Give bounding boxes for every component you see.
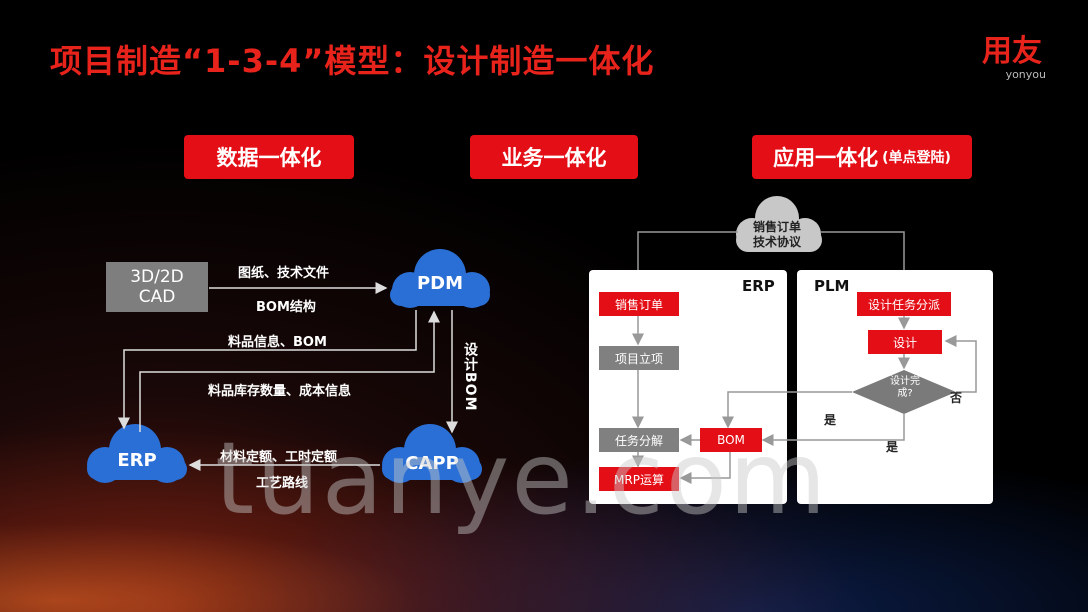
brand-logo: 用友 yonyou: [972, 34, 1052, 82]
erp-cloud-shape: [87, 424, 187, 483]
decision-diamond: [852, 370, 956, 414]
section-note: (单点登陆): [882, 150, 951, 166]
cad-box: 3D/2D CAD: [106, 262, 208, 312]
capp-cloud-shape: [382, 424, 482, 483]
flow-step-mrp: MRP运算: [599, 467, 679, 491]
pdm-cloud-shape: [390, 249, 490, 308]
label-routing: 工艺路线: [256, 476, 309, 491]
section-label: 数据一体化: [216, 146, 322, 170]
erp-panel-title: ERP: [742, 277, 775, 295]
watermark: tuanye.com: [215, 420, 829, 537]
page-title: 项目制造“1-3-4”模型：设计制造一体化: [50, 42, 655, 80]
flow-step-task-breakdown: 任务分解: [599, 428, 679, 452]
label-inventory: 料品库存数量、成本信息: [208, 384, 352, 399]
top-cloud-label: 销售订单 技术协议: [752, 220, 801, 249]
label-design-bom: 设计BOM: [462, 342, 478, 412]
erp-cloud: ERP: [117, 450, 157, 471]
flow-step-sales-order: 销售订单: [599, 292, 679, 316]
section-app-integration: 应用一体化(单点登陆): [752, 135, 972, 179]
pdm-cloud: PDM: [416, 273, 464, 294]
flow-step-bom: BOM: [700, 428, 762, 452]
label-yes-1: 是: [824, 413, 837, 427]
decision-label: 设计完 成?: [890, 376, 920, 399]
label-quota: 材料定额、工时定额: [220, 450, 338, 465]
logo-subtext: yonyou: [1005, 68, 1046, 81]
section-label: 应用一体化: [773, 146, 879, 170]
section-label: 业务一体化: [501, 146, 607, 170]
label-yes-2: 是: [886, 440, 899, 454]
label-no: 否: [950, 391, 963, 405]
section-business-integration: 业务一体化: [470, 135, 638, 179]
plm-panel-title: PLM: [814, 277, 850, 295]
flow-step-design-assign: 设计任务分派: [857, 292, 951, 316]
logo-text: 用友: [982, 34, 1042, 69]
top-cloud-shape: [736, 196, 822, 252]
flow-step-project-setup: 项目立项: [599, 346, 679, 370]
label-drawings: 图纸、技术文件: [238, 266, 330, 281]
label-bom-structure: BOM结构: [256, 300, 316, 315]
flow-step-design: 设计: [868, 330, 942, 354]
capp-cloud: CAPP: [405, 453, 459, 474]
label-item-info: 料品信息、BOM: [228, 335, 327, 350]
cad-label: 3D/2D CAD: [130, 267, 184, 307]
section-data-integration: 数据一体化: [184, 135, 354, 179]
